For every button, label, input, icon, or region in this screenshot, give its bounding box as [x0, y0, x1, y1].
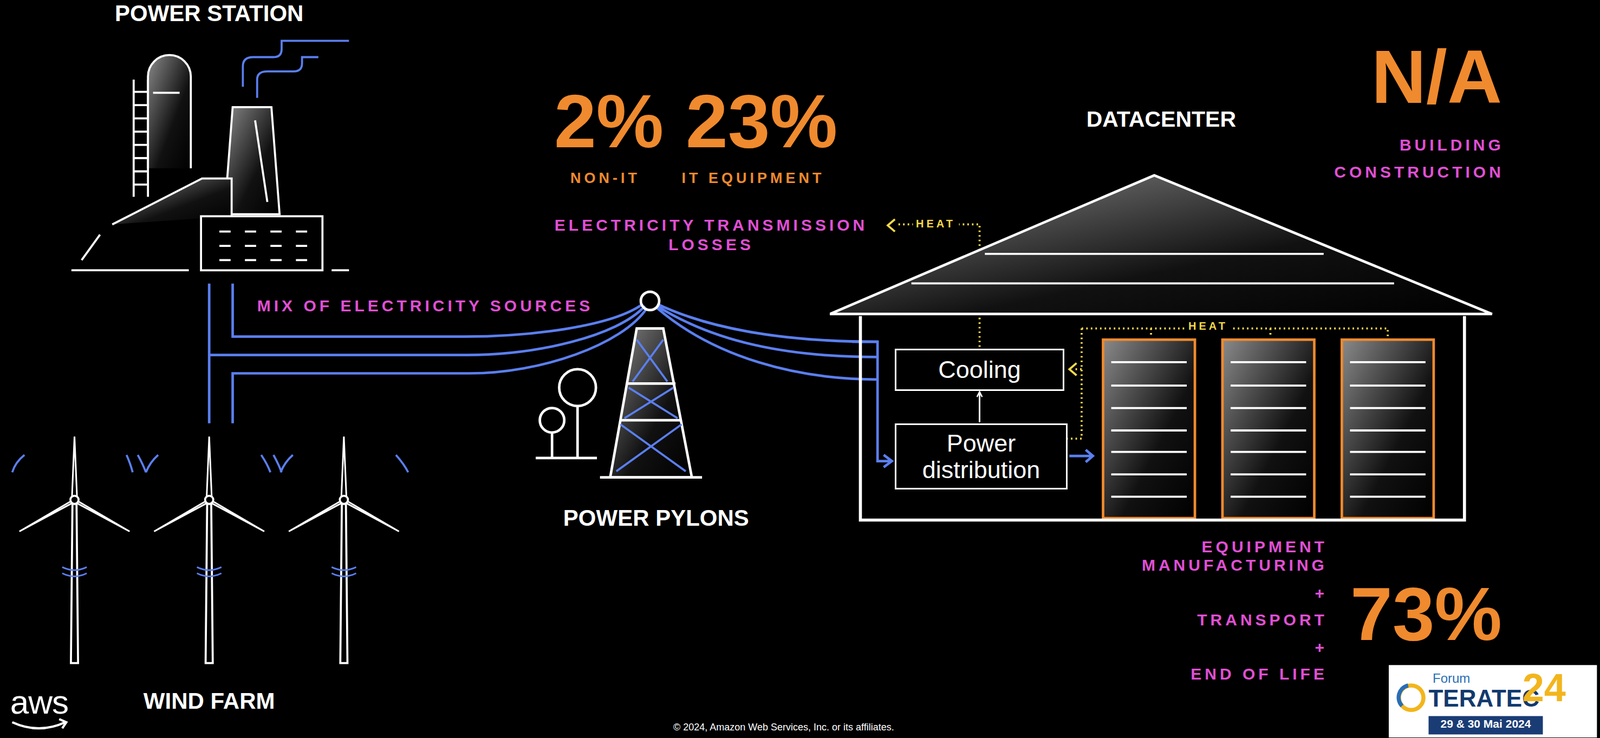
datacenter-outline	[829, 175, 1493, 315]
power-pylon	[610, 328, 693, 478]
percent-value: N/A	[1371, 38, 1502, 115]
power-wires	[232, 308, 648, 424]
power-pylon	[600, 383, 702, 478]
category-label: IT EQUIPMENT	[681, 171, 825, 186]
process-box: Power distribution	[894, 423, 1068, 490]
category-label: TRANSPORT	[1197, 612, 1328, 629]
event-date: 29 & 30 Mai 2024	[1440, 718, 1531, 730]
copyright-note: © 2024, Amazon Web Services, Inc. or its…	[673, 722, 895, 733]
category-label: END OF LIFE	[1190, 666, 1328, 683]
server-racks	[1103, 339, 1434, 519]
power-pylon	[640, 291, 660, 311]
power-station	[200, 216, 323, 271]
event-logo-text: 24	[1522, 668, 1566, 708]
power-wires	[1069, 450, 1093, 463]
power-wires	[851, 341, 892, 468]
power-wires	[232, 283, 643, 337]
power-pylon	[616, 339, 686, 472]
brand-logo: aws	[10, 685, 69, 720]
event-logo-text: Forum	[1432, 672, 1471, 686]
power-station	[147, 55, 191, 169]
plus-sign: +	[1314, 585, 1328, 602]
category-label: NON-IT	[570, 171, 641, 186]
source-label: MIX OF ELECTRICITY SOURCES	[257, 297, 594, 315]
heat-lines	[1067, 328, 1389, 439]
power-station	[255, 120, 268, 203]
farm-label: WIND FARM	[143, 690, 276, 713]
power-station	[224, 107, 280, 215]
heat-label: HEAT	[912, 217, 959, 231]
heat-label: HEAT	[1185, 319, 1232, 333]
teratec-logo	[1388, 665, 1597, 738]
flow-arrow	[978, 392, 981, 423]
power-station	[71, 234, 349, 271]
datacenter-outline	[860, 316, 1465, 521]
power-pylon	[558, 369, 596, 407]
teratec-logo	[1388, 665, 1597, 738]
datacenter-outline	[911, 254, 1394, 284]
category-label: BUILDING CONSTRUCTION	[1276, 131, 1505, 186]
teratec-logo	[1398, 685, 1409, 707]
server-racks	[1111, 362, 1426, 498]
power-station	[133, 79, 148, 198]
power-pylon	[576, 406, 580, 458]
aws-smile	[12, 719, 67, 729]
plus-sign: +	[1314, 639, 1328, 656]
aws-smile	[12, 719, 67, 729]
box-label: Power distribution	[899, 430, 1063, 484]
power-pylon	[535, 291, 702, 478]
wind-farm	[288, 436, 399, 663]
station-label: POWER STATION	[114, 2, 304, 25]
category-label: EQUIPMENT MANUFACTURING	[1078, 537, 1328, 575]
power-station	[242, 40, 349, 98]
power-pylon	[535, 432, 597, 459]
pylon-label: POWER PYLONS	[563, 506, 750, 530]
percent-value: 2%	[554, 83, 664, 160]
wind-farm	[12, 454, 409, 473]
power-station	[153, 92, 180, 95]
loss-label: ELECTRICITY TRANSMISSION LOSSES	[548, 215, 874, 255]
wind-farm	[153, 436, 264, 663]
wind-farm	[12, 436, 409, 663]
power-station	[219, 231, 308, 261]
server-racks	[1103, 339, 1196, 519]
wind-farm	[19, 436, 130, 663]
box-label: Cooling	[938, 356, 1021, 384]
percent-value: 73%	[1350, 576, 1502, 653]
server-racks	[1341, 339, 1434, 519]
percent-value: 23%	[685, 83, 838, 160]
power-station	[71, 40, 349, 271]
server-racks	[1222, 339, 1315, 519]
teratec-logo	[1428, 716, 1544, 735]
power-pylon	[540, 408, 565, 433]
process-box: Cooling	[894, 348, 1065, 391]
teratec-logo	[1399, 685, 1424, 711]
